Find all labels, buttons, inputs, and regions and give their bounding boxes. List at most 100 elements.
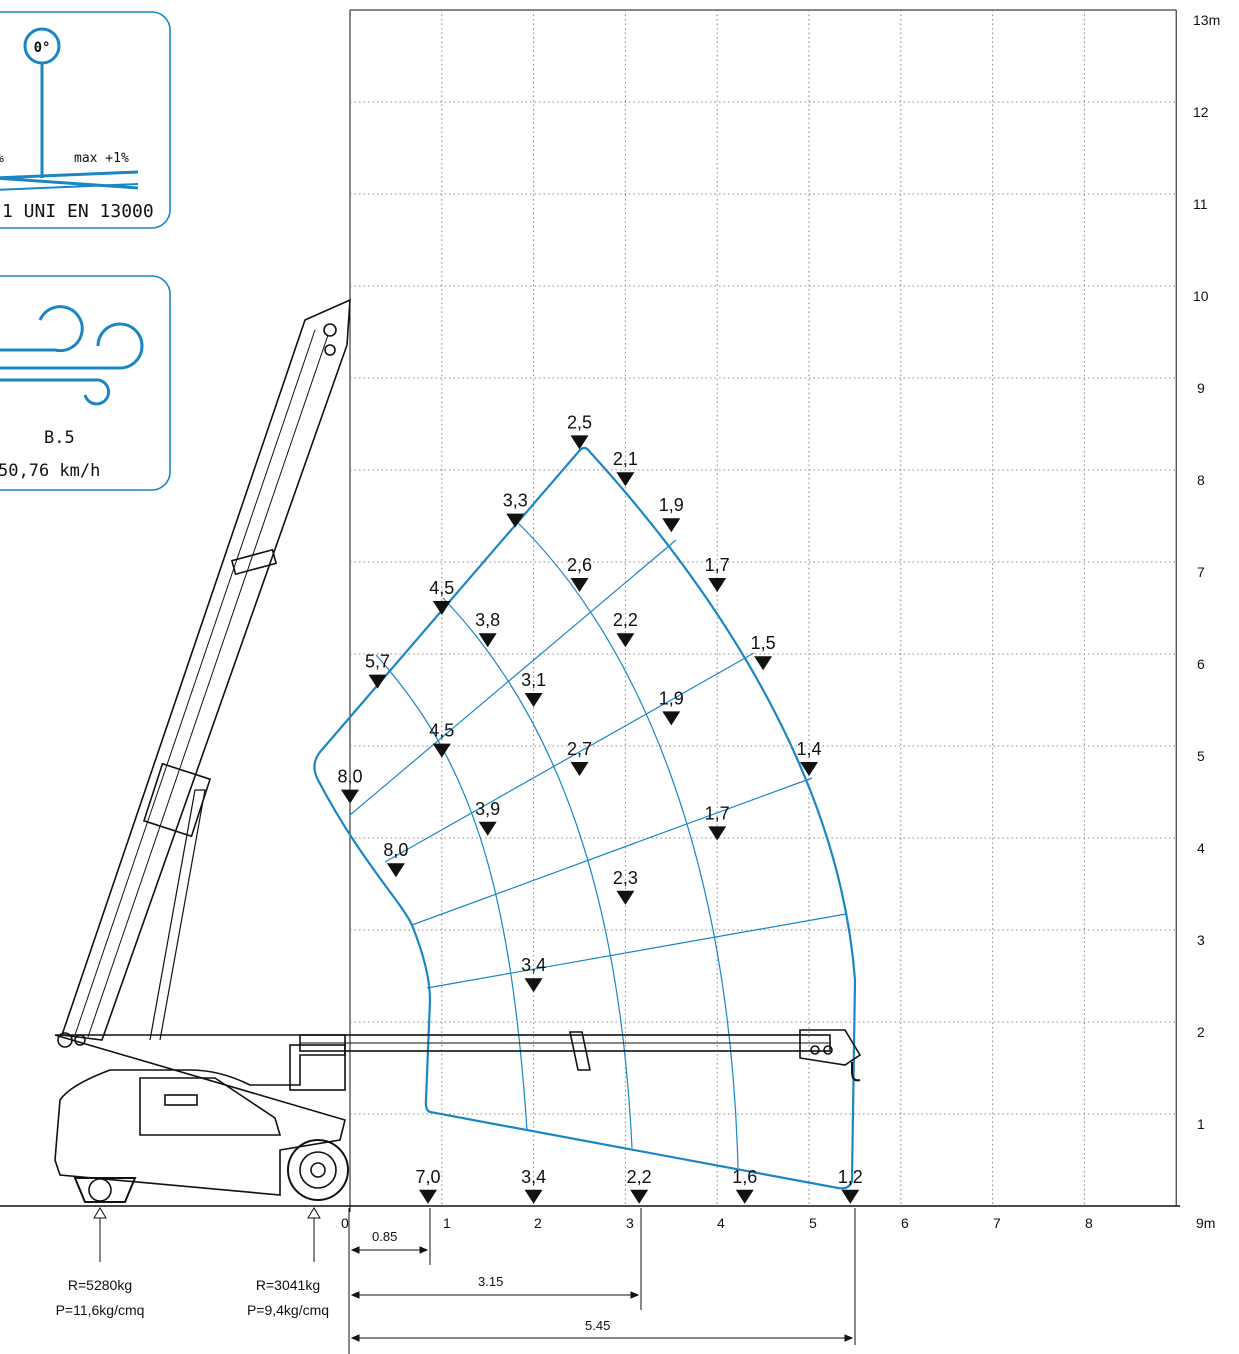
boom-length-arc <box>375 654 528 1131</box>
wind-icon <box>0 305 144 406</box>
boom-head <box>799 1029 862 1066</box>
reaction-arrowhead <box>307 1207 321 1219</box>
axis-ticks: 0 1 2 3 4 5 6 7 8 9m 1 2 3 4 5 6 7 8 9 1… <box>341 12 1220 1231</box>
boom-pulley <box>810 1045 820 1055</box>
rear-wheel-center <box>310 1162 326 1178</box>
load-point-label: 7,0 <box>416 1167 441 1187</box>
boom-bracket <box>569 1031 591 1071</box>
boom-base <box>289 1044 346 1091</box>
y-tick: 1 <box>1197 1116 1205 1132</box>
x-tick: 6 <box>901 1215 909 1231</box>
boom-angle-line <box>411 777 813 926</box>
load-point-label: 8,0 <box>337 767 362 787</box>
load-point-label: 1,7 <box>705 555 730 575</box>
load-point-label: 3,4 <box>521 1167 546 1187</box>
y-tick: 3 <box>1197 932 1205 948</box>
chart-grid <box>349 9 1177 1206</box>
y-tick: 5 <box>1197 748 1205 764</box>
load-point-label: 1,9 <box>659 688 684 708</box>
load-point-marker <box>386 863 405 878</box>
boom-angle-line <box>426 913 847 989</box>
load-point-label: 3,3 <box>503 491 528 511</box>
x-tick: 4 <box>717 1215 725 1231</box>
wind-info-box: B.5 50,76 km/h <box>0 275 171 491</box>
load-point-marker <box>570 435 589 450</box>
load-point-marker <box>524 1189 543 1204</box>
inclination-angle: 0° <box>34 40 51 56</box>
load-point-label: 3,8 <box>475 610 500 630</box>
reaction-front-r: R=5280kg <box>68 1277 132 1293</box>
load-point-marker <box>662 518 681 533</box>
load-point-label: 3,1 <box>521 670 546 690</box>
load-point-label: 1,4 <box>796 739 821 759</box>
load-point-label: 2,2 <box>627 1167 652 1187</box>
chassis <box>54 1034 346 1196</box>
boom-joint <box>142 762 212 838</box>
cab <box>139 1077 282 1136</box>
load-point-marker <box>432 601 451 615</box>
raised-boom-inner <box>74 329 329 1038</box>
boom-pulley <box>323 323 337 337</box>
info-box-frame <box>0 275 171 491</box>
x-tick: 3 <box>626 1215 634 1231</box>
reaction-arrowhead <box>93 1207 107 1219</box>
load-point-label: 2,5 <box>567 412 592 432</box>
y-axis-unit: 13m <box>1193 12 1220 28</box>
y-tick: 10 <box>1193 288 1209 304</box>
hook-icon <box>851 1062 861 1082</box>
dimension-lines <box>348 1201 856 1354</box>
dimension-label: 3.15 <box>478 1274 503 1289</box>
load-point-label: 3,9 <box>475 799 500 819</box>
load-point-marker <box>478 633 497 648</box>
boom-pulley <box>324 344 336 356</box>
load-point-label: 2,2 <box>613 610 638 630</box>
load-point-marker <box>570 762 589 776</box>
dimension-arrows <box>350 1291 640 1299</box>
boom-pulley <box>823 1045 833 1055</box>
reaction-front-p: P=11,6kg/cmq <box>56 1302 145 1318</box>
load-point-marker <box>478 821 497 836</box>
load-point-marker <box>662 711 681 726</box>
load-point-marker <box>616 890 635 905</box>
y-tick: 2 <box>1197 1024 1205 1040</box>
inclination-right-tolerance: max +1% <box>74 151 129 166</box>
x-tick: 8 <box>1085 1215 1093 1231</box>
boom-clamp <box>230 548 278 576</box>
working-envelope <box>313 446 857 1190</box>
load-point-marker <box>800 762 818 776</box>
x-axis-unit: 9m <box>1196 1215 1215 1231</box>
y-tick: 7 <box>1197 564 1205 580</box>
boom-angle-line <box>349 539 677 816</box>
rear-wheel <box>287 1139 349 1201</box>
load-point-marker <box>506 513 525 528</box>
load-point-label: 1,7 <box>705 803 730 823</box>
reaction-arrows <box>93 1207 321 1262</box>
wind-scale: B.5 <box>44 428 75 448</box>
x-tick: 1 <box>443 1215 451 1231</box>
boom-length-arc <box>442 597 633 1149</box>
inclination-norm: 1 UNI EN 13000 <box>2 201 154 222</box>
load-point-label: 2,6 <box>567 555 592 575</box>
load-point-marker <box>570 578 589 592</box>
boom-length-arc <box>512 517 739 1169</box>
level-pendulum-icon <box>0 27 139 191</box>
load-point-marker <box>616 472 635 487</box>
load-point-marker <box>341 789 359 804</box>
y-tick: 12 <box>1193 104 1209 120</box>
x-tick: 0 <box>341 1215 349 1231</box>
reaction-rear-p: P=9,4kg/cmq <box>247 1302 329 1318</box>
boom-pivot <box>57 1032 73 1048</box>
load-point-label: 1,5 <box>751 633 776 653</box>
reaction-rear-r: R=3041kg <box>256 1277 320 1293</box>
load-point-label: 4,5 <box>429 721 454 741</box>
inclination-info-box: 0° % max +1% 1 UNI EN 13000 <box>0 11 171 229</box>
load-point-marker <box>841 1189 860 1204</box>
boom-pivot <box>74 1034 86 1046</box>
load-point-marker <box>754 656 773 671</box>
inclination-left-tolerance: % <box>0 151 4 166</box>
x-tick: 5 <box>809 1215 817 1231</box>
x-tick: 2 <box>534 1215 542 1231</box>
y-tick: 9 <box>1197 380 1205 396</box>
rear-wheel-hub <box>299 1151 337 1189</box>
